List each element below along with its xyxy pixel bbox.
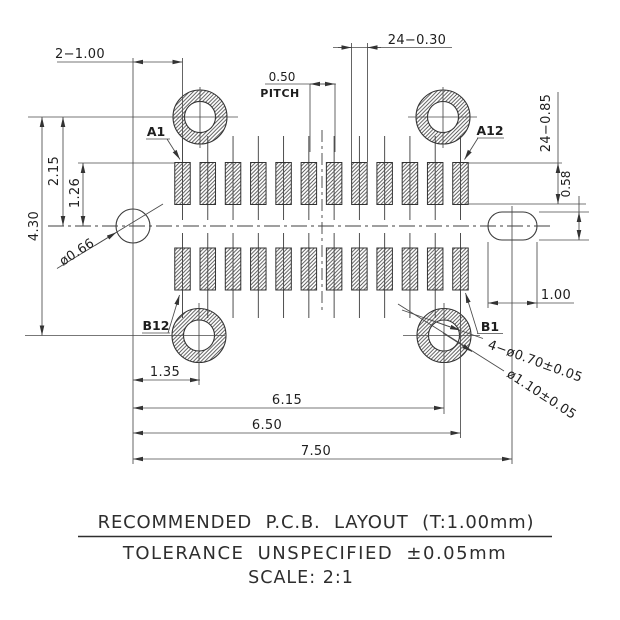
smt-pad-top <box>199 162 217 205</box>
smt-pad-bottom <box>452 247 469 291</box>
smt-pad-top <box>401 162 419 205</box>
title-line3: SCALE: 2:1 <box>248 568 354 588</box>
pin-a1-label: A1 <box>147 124 165 139</box>
dim-small-hole-text: ø0.66 <box>57 236 97 269</box>
smt-pad-bottom <box>224 247 242 291</box>
outer-dia-leader-line <box>397 303 505 372</box>
dim-126-text: 1.26 <box>68 178 83 208</box>
dim-430-text: 4.30 <box>27 211 42 241</box>
smt-pad-bottom <box>300 247 318 291</box>
dim-050-text: 0.50 <box>269 70 296 84</box>
b1-leader <box>465 292 479 334</box>
smt-pad-bottom <box>275 247 292 291</box>
dim-615-text: 6.15 <box>272 393 302 408</box>
smt-pad-bottom <box>401 247 419 291</box>
centerlines-group <box>48 130 553 312</box>
smt-pad-top <box>300 162 318 205</box>
smt-pad-top <box>174 162 191 205</box>
pin-b1-label: B1 <box>481 319 499 334</box>
smt-pad-top <box>325 162 343 205</box>
smt-pad-top <box>452 162 469 205</box>
title-line2: TOLERANCE UNSPECIFIED ±0.05mm <box>122 543 507 564</box>
smt-pad-array <box>174 136 469 318</box>
smt-pad-bottom <box>199 247 217 291</box>
a12-leader <box>464 137 479 160</box>
dim-2-100-text: 2−1.00 <box>55 47 105 62</box>
pin-a12-label: A12 <box>476 123 503 138</box>
a1-leader <box>166 138 181 160</box>
dim-24-085-text: 24−0.85 <box>539 94 554 152</box>
pin-b12-label: B12 <box>143 318 170 333</box>
dim-058-text: 0.58 <box>559 171 573 198</box>
b12-leader <box>167 294 180 334</box>
title-line1: RECOMMENDED P.C.B. LAYOUT (T:1.00mm) <box>98 512 535 533</box>
dim-24-030-text: 24−0.30 <box>388 33 446 48</box>
smt-pad-bottom <box>426 247 444 291</box>
smt-pad-top <box>224 162 242 205</box>
smt-pad-bottom <box>325 247 343 291</box>
smt-pad-bottom <box>174 247 191 291</box>
dim-corner-hole-inner-text: 4−ø0.70±0.05 <box>486 338 585 386</box>
smt-pad-bottom <box>376 247 393 291</box>
dim-750-text: 7.50 <box>301 444 331 459</box>
smt-pad-top <box>351 162 368 205</box>
dim-650-text: 6.50 <box>252 418 282 433</box>
smt-pad-top <box>275 162 292 205</box>
smt-pad-bottom <box>250 247 267 291</box>
dim-215-text: 2.15 <box>47 156 62 186</box>
extension-lines-group <box>25 43 589 464</box>
dimension-lines-group <box>39 45 582 462</box>
smt-pad-top <box>426 162 444 205</box>
smt-pad-top <box>376 162 393 205</box>
dim-slot-width-text: 1.00 <box>541 288 571 303</box>
smt-pad-top <box>250 162 267 205</box>
title-block: RECOMMENDED P.C.B. LAYOUT (T:1.00mm) TOL… <box>78 512 552 588</box>
pitch-label: PITCH <box>260 87 299 100</box>
dim-135-text: 1.35 <box>150 365 180 380</box>
smt-pad-bottom <box>351 247 368 291</box>
dimension-texts-group: 2−1.00 24−0.30 0.50 PITCH 24−0.85 0.58 1… <box>27 33 584 459</box>
